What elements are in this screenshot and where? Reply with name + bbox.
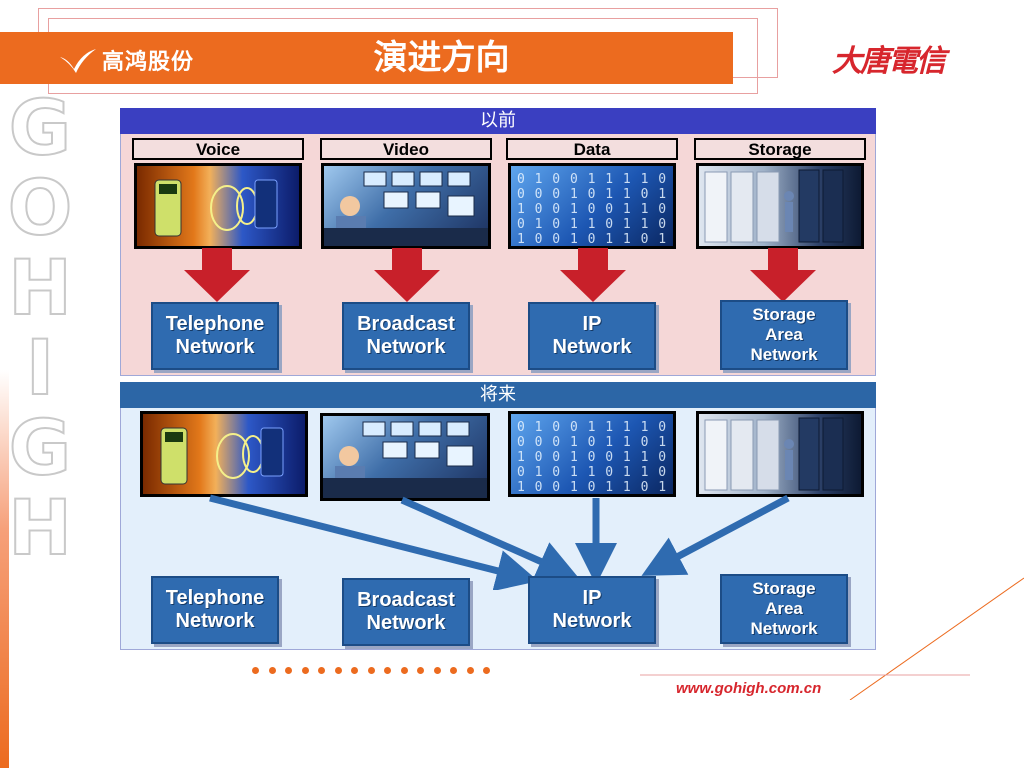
network-label: Broadcast Network (357, 313, 455, 358)
datang-brand-logo: 大唐電信 (832, 44, 946, 79)
storage-image (696, 163, 864, 249)
divider-dot (466, 667, 474, 674)
divider-dot (351, 667, 358, 674)
down-arrow-icon (750, 248, 816, 302)
title-bar (0, 32, 733, 84)
category-storage: Storage (694, 138, 866, 160)
binary-pattern: 0 1 0 0 1 1 1 1 0 00 0 0 1 0 1 1 0 1 01 … (517, 172, 667, 247)
divider-dot (268, 667, 276, 674)
network-label: Storage Area Network (750, 579, 818, 638)
divider-dot (400, 667, 408, 674)
data-image: 0 1 0 0 1 1 1 1 0 00 0 0 1 0 1 1 0 1 01 … (508, 411, 676, 497)
divider-dot (367, 667, 375, 674)
network-label: IP Network (552, 587, 632, 632)
broadcast-control-room-icon (323, 421, 487, 498)
phone-icon (154, 179, 278, 237)
divider-dot (252, 667, 259, 674)
network-label: Telephone Network (165, 587, 265, 632)
storage-image (696, 411, 864, 497)
arrow-from-storage-icon (641, 494, 790, 576)
network-label: Broadcast Network (357, 589, 455, 634)
divider-dot (483, 667, 490, 674)
company-logo: 高鸿股份 (58, 40, 228, 80)
decorative-lines (640, 577, 1024, 700)
data-image: 0 1 0 0 1 1 1 1 0 00 0 0 1 0 1 1 0 1 01 … (508, 163, 676, 249)
down-arrow-icon (560, 248, 626, 302)
logo-text: 高鸿股份 (102, 49, 195, 75)
network-label: IP Network (552, 313, 632, 358)
server-rack-icon (704, 417, 844, 491)
divider-dot (417, 667, 424, 674)
website-url: www.gohigh.com.cn (676, 680, 822, 697)
voice-image (134, 163, 302, 249)
ip-network-box: IP Network (528, 576, 656, 644)
category-data: Data (506, 138, 678, 160)
page-title: 演进方向 (373, 38, 510, 78)
future-header: 将来 (120, 382, 876, 408)
left-accent-strip (0, 370, 9, 768)
divider-dot (450, 667, 457, 674)
network-label: Telephone Network (165, 313, 265, 358)
server-rack-icon (704, 169, 844, 243)
broadcast-network-box: Broadcast Network (342, 302, 470, 370)
category-video: Video (320, 138, 492, 160)
divider-dot (318, 667, 325, 674)
binary-pattern: 0 1 0 0 1 1 1 1 0 00 0 0 1 0 1 1 0 1 01 … (517, 420, 667, 495)
video-image (321, 163, 491, 249)
watermark-letter: G (8, 83, 72, 172)
storage-area-network-box: Storage Area Network (720, 300, 848, 370)
divider-dot (433, 667, 441, 674)
broadcast-network-box: Broadcast Network (342, 578, 470, 646)
category-voice: Voice (132, 138, 304, 160)
video-image (320, 413, 490, 501)
dotted-divider (252, 667, 512, 679)
down-arrow-icon (374, 248, 440, 302)
watermark-letter: G (8, 403, 72, 492)
phone-icon (160, 427, 284, 485)
watermark-letter: H (7, 483, 73, 572)
watermark-letter: O (7, 163, 74, 252)
storage-area-network-box: Storage Area Network (720, 574, 848, 644)
bird-logo-icon (60, 49, 96, 73)
network-label: Storage Area Network (750, 305, 818, 364)
before-header: 以前 (120, 108, 876, 134)
telephone-network-box: Telephone Network (151, 302, 279, 370)
broadcast-control-room-icon (324, 171, 488, 246)
convergence-arrows (209, 494, 790, 590)
telephone-network-box: Telephone Network (151, 576, 279, 644)
arrow-from-voice-icon (209, 494, 539, 590)
ip-network-box: IP Network (528, 302, 656, 370)
watermark-letter: I (25, 323, 55, 412)
divider-dot (384, 667, 391, 674)
watermark-letter: H (7, 243, 73, 332)
divider-dot (285, 667, 292, 674)
voice-image (140, 411, 308, 497)
down-arrow-icon (184, 248, 250, 302)
arrow-from-video-icon (400, 496, 580, 581)
divider-dot (301, 667, 309, 674)
gohigh-watermark: G O H I G H (0, 83, 80, 572)
divider-dot (334, 667, 342, 674)
